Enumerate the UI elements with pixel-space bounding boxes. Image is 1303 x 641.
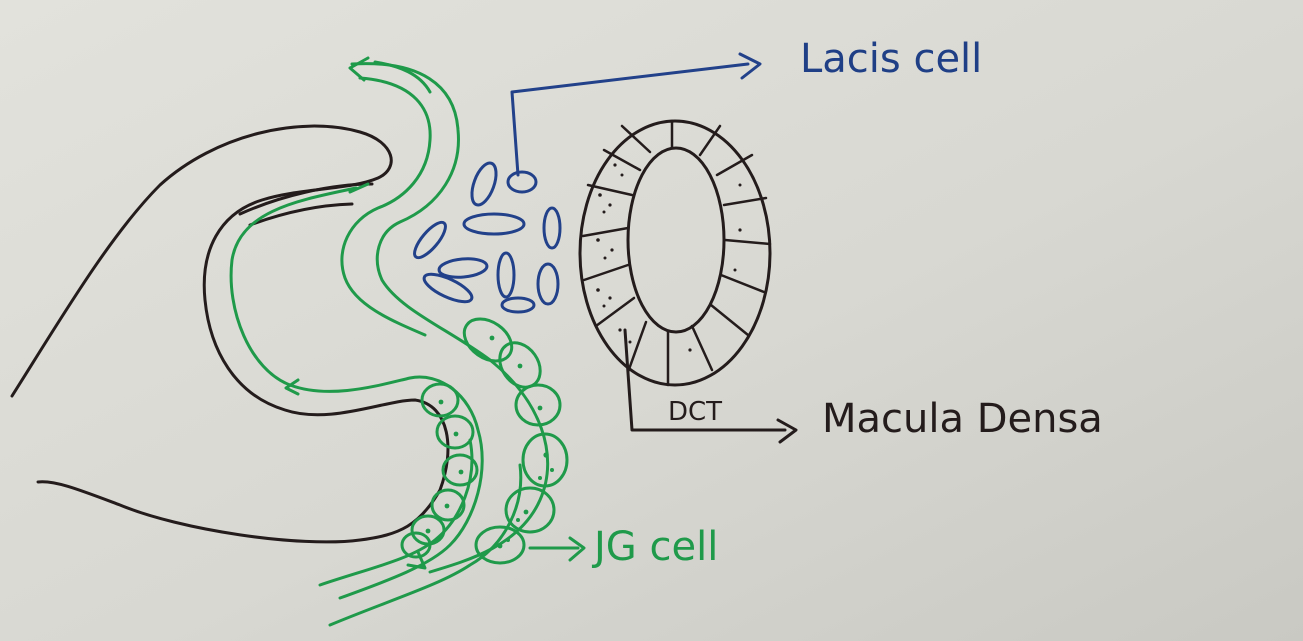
label-lacis-cell: Lacis cell	[800, 36, 982, 82]
label-macula-densa: Macula Densa	[822, 396, 1103, 442]
label-dct: DCT	[668, 397, 722, 427]
label-jg-cell: JG cell	[591, 524, 718, 570]
